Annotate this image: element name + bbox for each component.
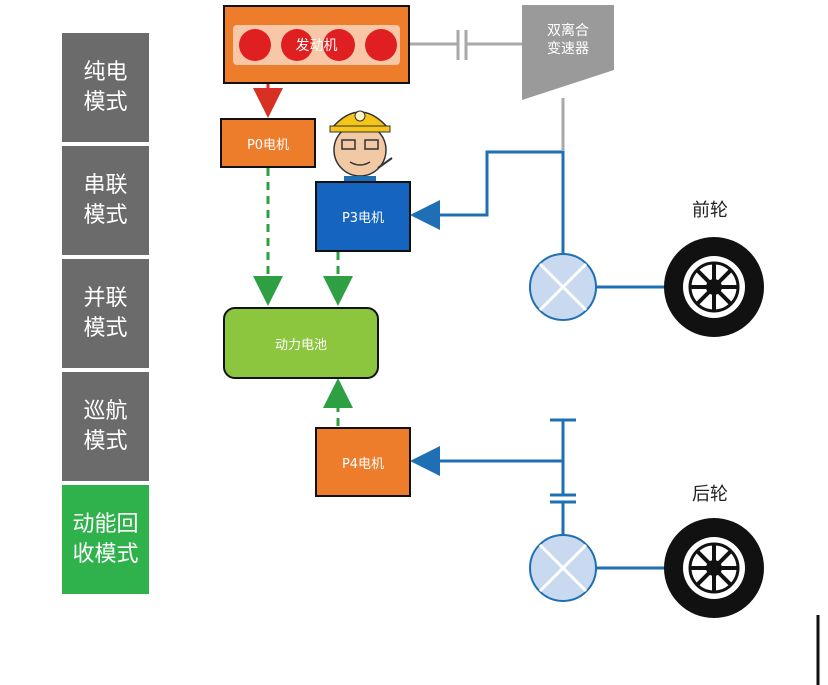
- mode-cruise[interactable]: 巡航 模式: [62, 372, 149, 481]
- p0-motor-box: P0电机: [220, 118, 316, 168]
- front-wheel-label: 前轮: [692, 200, 728, 221]
- p3-label: P3电机: [341, 211, 385, 226]
- p3-motor-box: P3电机: [315, 181, 411, 252]
- engine-box: 发动机: [223, 5, 410, 84]
- battery-label: 动力电池: [274, 337, 327, 353]
- rear-wheel-label: 后轮: [692, 484, 728, 505]
- piston-icon: [323, 29, 355, 61]
- p0-label: P0电机: [246, 137, 290, 153]
- mode-parallel[interactable]: 并联 模式: [62, 259, 149, 368]
- engineer-mascot-icon: [329, 110, 393, 184]
- p4-motor-box: P4电机: [315, 427, 411, 497]
- front-differential-icon: [529, 253, 597, 321]
- piston-icon: [239, 29, 271, 61]
- mode-regen[interactable]: 动能回 收模式: [62, 485, 149, 594]
- mode-series[interactable]: 串联 模式: [62, 146, 149, 255]
- rear-differential-icon: [529, 534, 597, 602]
- rear-wheel-icon: [664, 518, 764, 618]
- piston-icon: [365, 29, 397, 61]
- battery-box: 动力电池: [223, 307, 379, 379]
- mode-pure-electric[interactable]: 纯电 模式: [62, 33, 149, 142]
- p4-label: P4电机: [341, 456, 385, 472]
- front-wheel-icon: [664, 237, 764, 337]
- front-to-p3-arrow: [410, 150, 565, 260]
- piston-icon: [281, 29, 313, 61]
- engine-label: 发动机: [295, 37, 338, 54]
- gearbox-label: 双离合 变速器: [547, 23, 589, 57]
- gearbox-shape: [522, 5, 614, 100]
